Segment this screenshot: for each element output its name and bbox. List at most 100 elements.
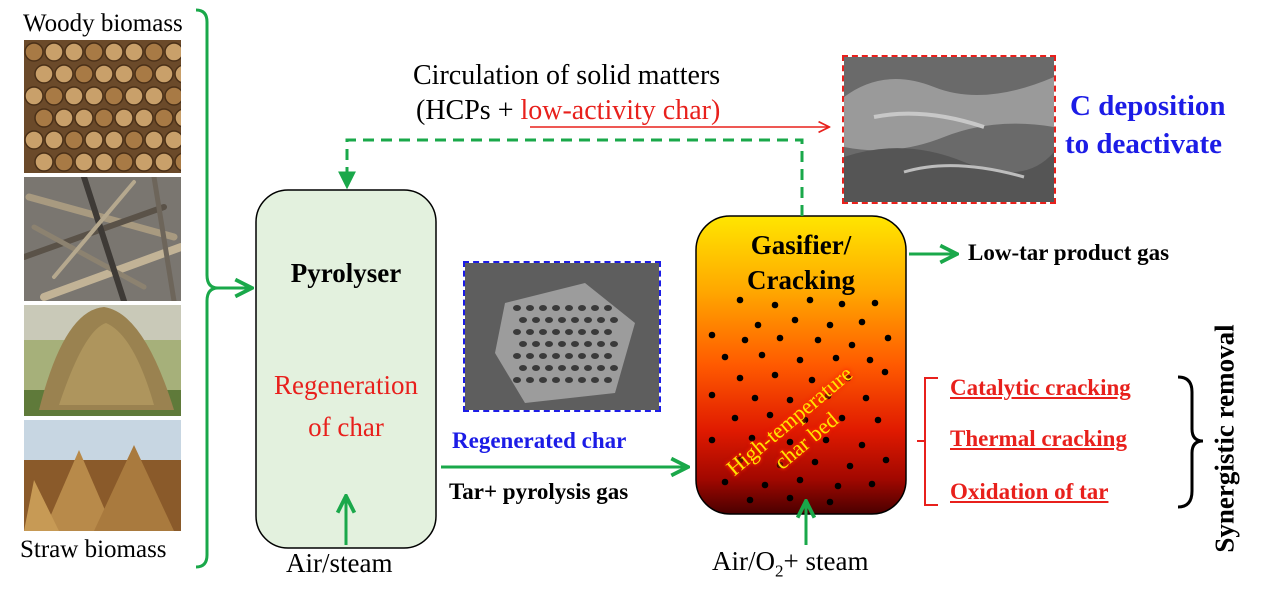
log-end [74, 152, 94, 172]
log-end [64, 86, 84, 106]
circulation-line2: (HCPs + low-activity char) [416, 95, 720, 127]
char-particle [786, 494, 794, 502]
log-end [94, 108, 114, 128]
char-pore [545, 365, 553, 371]
log-end [104, 42, 124, 62]
char-particle [736, 456, 744, 464]
char-pore [539, 377, 547, 383]
char-pore [539, 305, 547, 311]
char-pore [597, 317, 605, 323]
char-pore [591, 377, 599, 383]
log-end [84, 42, 104, 62]
char-particle [796, 356, 804, 364]
char-particle [858, 441, 866, 449]
char-pore [558, 341, 566, 347]
char-particle [791, 316, 799, 324]
log-end [114, 152, 134, 172]
log-end [144, 42, 164, 62]
char-particle [758, 351, 766, 359]
char-pore [558, 365, 566, 371]
char-particle [808, 376, 816, 384]
removal-item-oxidation: Oxidation of tar [950, 479, 1109, 504]
regeneration-line1: Regeneration [274, 370, 418, 400]
char-pore [604, 305, 612, 311]
regenerated-char-sem-image [463, 261, 661, 412]
char-particle [766, 411, 774, 419]
circulation-line1: Circulation of solid matters [413, 60, 721, 91]
air-o2-suffix: + steam [783, 546, 869, 576]
log-end [144, 130, 164, 150]
char-particle [871, 299, 879, 307]
log-end [164, 42, 181, 62]
char-particle [846, 462, 854, 470]
biomass-bracket [195, 8, 219, 569]
char-particle [751, 394, 759, 402]
char-pore [526, 377, 534, 383]
char-particle [811, 458, 819, 466]
circulation-loop [338, 138, 804, 216]
char-pore [610, 341, 618, 347]
log-end [94, 64, 114, 84]
char-particle [796, 476, 804, 484]
char-particle [838, 300, 846, 308]
straw-pile-photo [24, 305, 181, 416]
log-end [164, 86, 181, 106]
wood-scraps-photo [24, 177, 181, 301]
char-pore [565, 329, 573, 335]
char-particle [884, 334, 892, 342]
air-o2-steam-label: Air/O2+ steam [712, 546, 868, 581]
char-pore [578, 353, 586, 359]
air-steam-label: Air/steam [286, 548, 393, 578]
char-pore [578, 377, 586, 383]
char-particle [848, 341, 856, 349]
log-end [104, 130, 124, 150]
char-pore [604, 377, 612, 383]
regenerated-char-label: Regenerated char [452, 428, 627, 453]
char-particle [736, 374, 744, 382]
char-particle [708, 391, 716, 399]
removal-item-catalytic: Catalytic cracking [950, 375, 1131, 400]
char-particle [786, 438, 794, 446]
char-pore [591, 329, 599, 335]
char-pore [532, 341, 540, 347]
char-particle [731, 414, 739, 422]
log-end [34, 64, 54, 84]
char-pore [597, 365, 605, 371]
char-particle [866, 356, 874, 364]
log-end [174, 64, 181, 84]
char-pore [584, 341, 592, 347]
circulation-prefix: (HCPs + [416, 95, 521, 126]
char-particle [862, 394, 870, 402]
log-end [34, 108, 54, 128]
char-particle [708, 436, 716, 444]
char-pore [578, 329, 586, 335]
char-pore [519, 317, 527, 323]
char-particle [824, 392, 832, 400]
char-pore [565, 377, 573, 383]
o2-subscript: 2 [775, 561, 784, 581]
char-particle [786, 396, 794, 404]
log-end [54, 152, 74, 172]
log-end [84, 86, 104, 106]
char-pore [610, 365, 618, 371]
regeneration-line2: of char [308, 412, 384, 442]
char-pore [513, 377, 521, 383]
char-particle [844, 374, 852, 382]
pyrolyser-box [255, 189, 437, 549]
product-gas-label: Low-tar product gas [968, 240, 1170, 265]
char-particle [838, 414, 846, 422]
low-activity-char-text: low-activity char [520, 95, 711, 126]
log-end [134, 64, 154, 84]
char-pore [571, 365, 579, 371]
char-pore [610, 317, 618, 323]
char-pore [584, 317, 592, 323]
log-end [24, 130, 44, 150]
log-end [154, 108, 174, 128]
log-end [74, 108, 94, 128]
char-particle [721, 353, 729, 361]
log-end [124, 86, 144, 106]
log-end [84, 130, 104, 150]
char-pore [532, 317, 540, 323]
char-pore [571, 341, 579, 347]
